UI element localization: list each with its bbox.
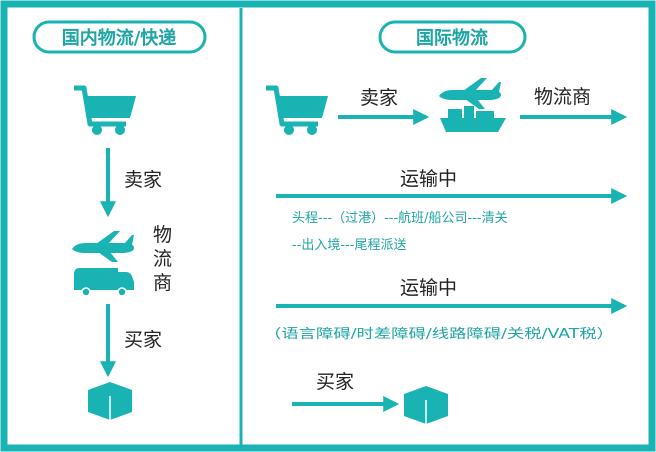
transit1-line2: --出入境---尾程派送: [292, 238, 406, 253]
domestic-seller-label: 卖家: [124, 169, 162, 191]
domestic-buyer-label: 买家: [124, 329, 162, 351]
transit2-note: （语言障碍/时差障碍/线路障碍/关税/VAT税）: [264, 326, 614, 342]
international-buyer-label: 买家: [316, 371, 354, 393]
domestic-header: 国内物流/快递: [62, 27, 177, 49]
domestic-carrier-char-2: 流: [153, 248, 172, 270]
transit1-title: 运输中: [400, 168, 457, 190]
transit2-title: 运输中: [400, 277, 457, 299]
domestic-truck-icon: [73, 267, 135, 297]
international-plane-icon: [439, 78, 501, 109]
international-box-icon: [403, 385, 449, 425]
international-cart-icon: [266, 88, 328, 135]
domestic-carrier-char-1: 物: [153, 224, 172, 246]
international-ship-icon: [440, 106, 506, 132]
domestic-header-pill: [32, 20, 207, 54]
international-header-pill: [378, 20, 527, 54]
transit1-line1: 头程---（过港）---航班/船公司---清关: [292, 210, 508, 226]
domestic-carrier-char-3: 商: [153, 272, 172, 294]
domestic-plane-icon: [72, 231, 134, 262]
international-carrier-label: 物流商: [534, 86, 591, 108]
domestic-cart-icon: [74, 88, 136, 135]
international-header: 国际物流: [416, 27, 488, 49]
international-seller-label: 卖家: [360, 87, 398, 109]
domestic-box-icon: [87, 381, 133, 421]
